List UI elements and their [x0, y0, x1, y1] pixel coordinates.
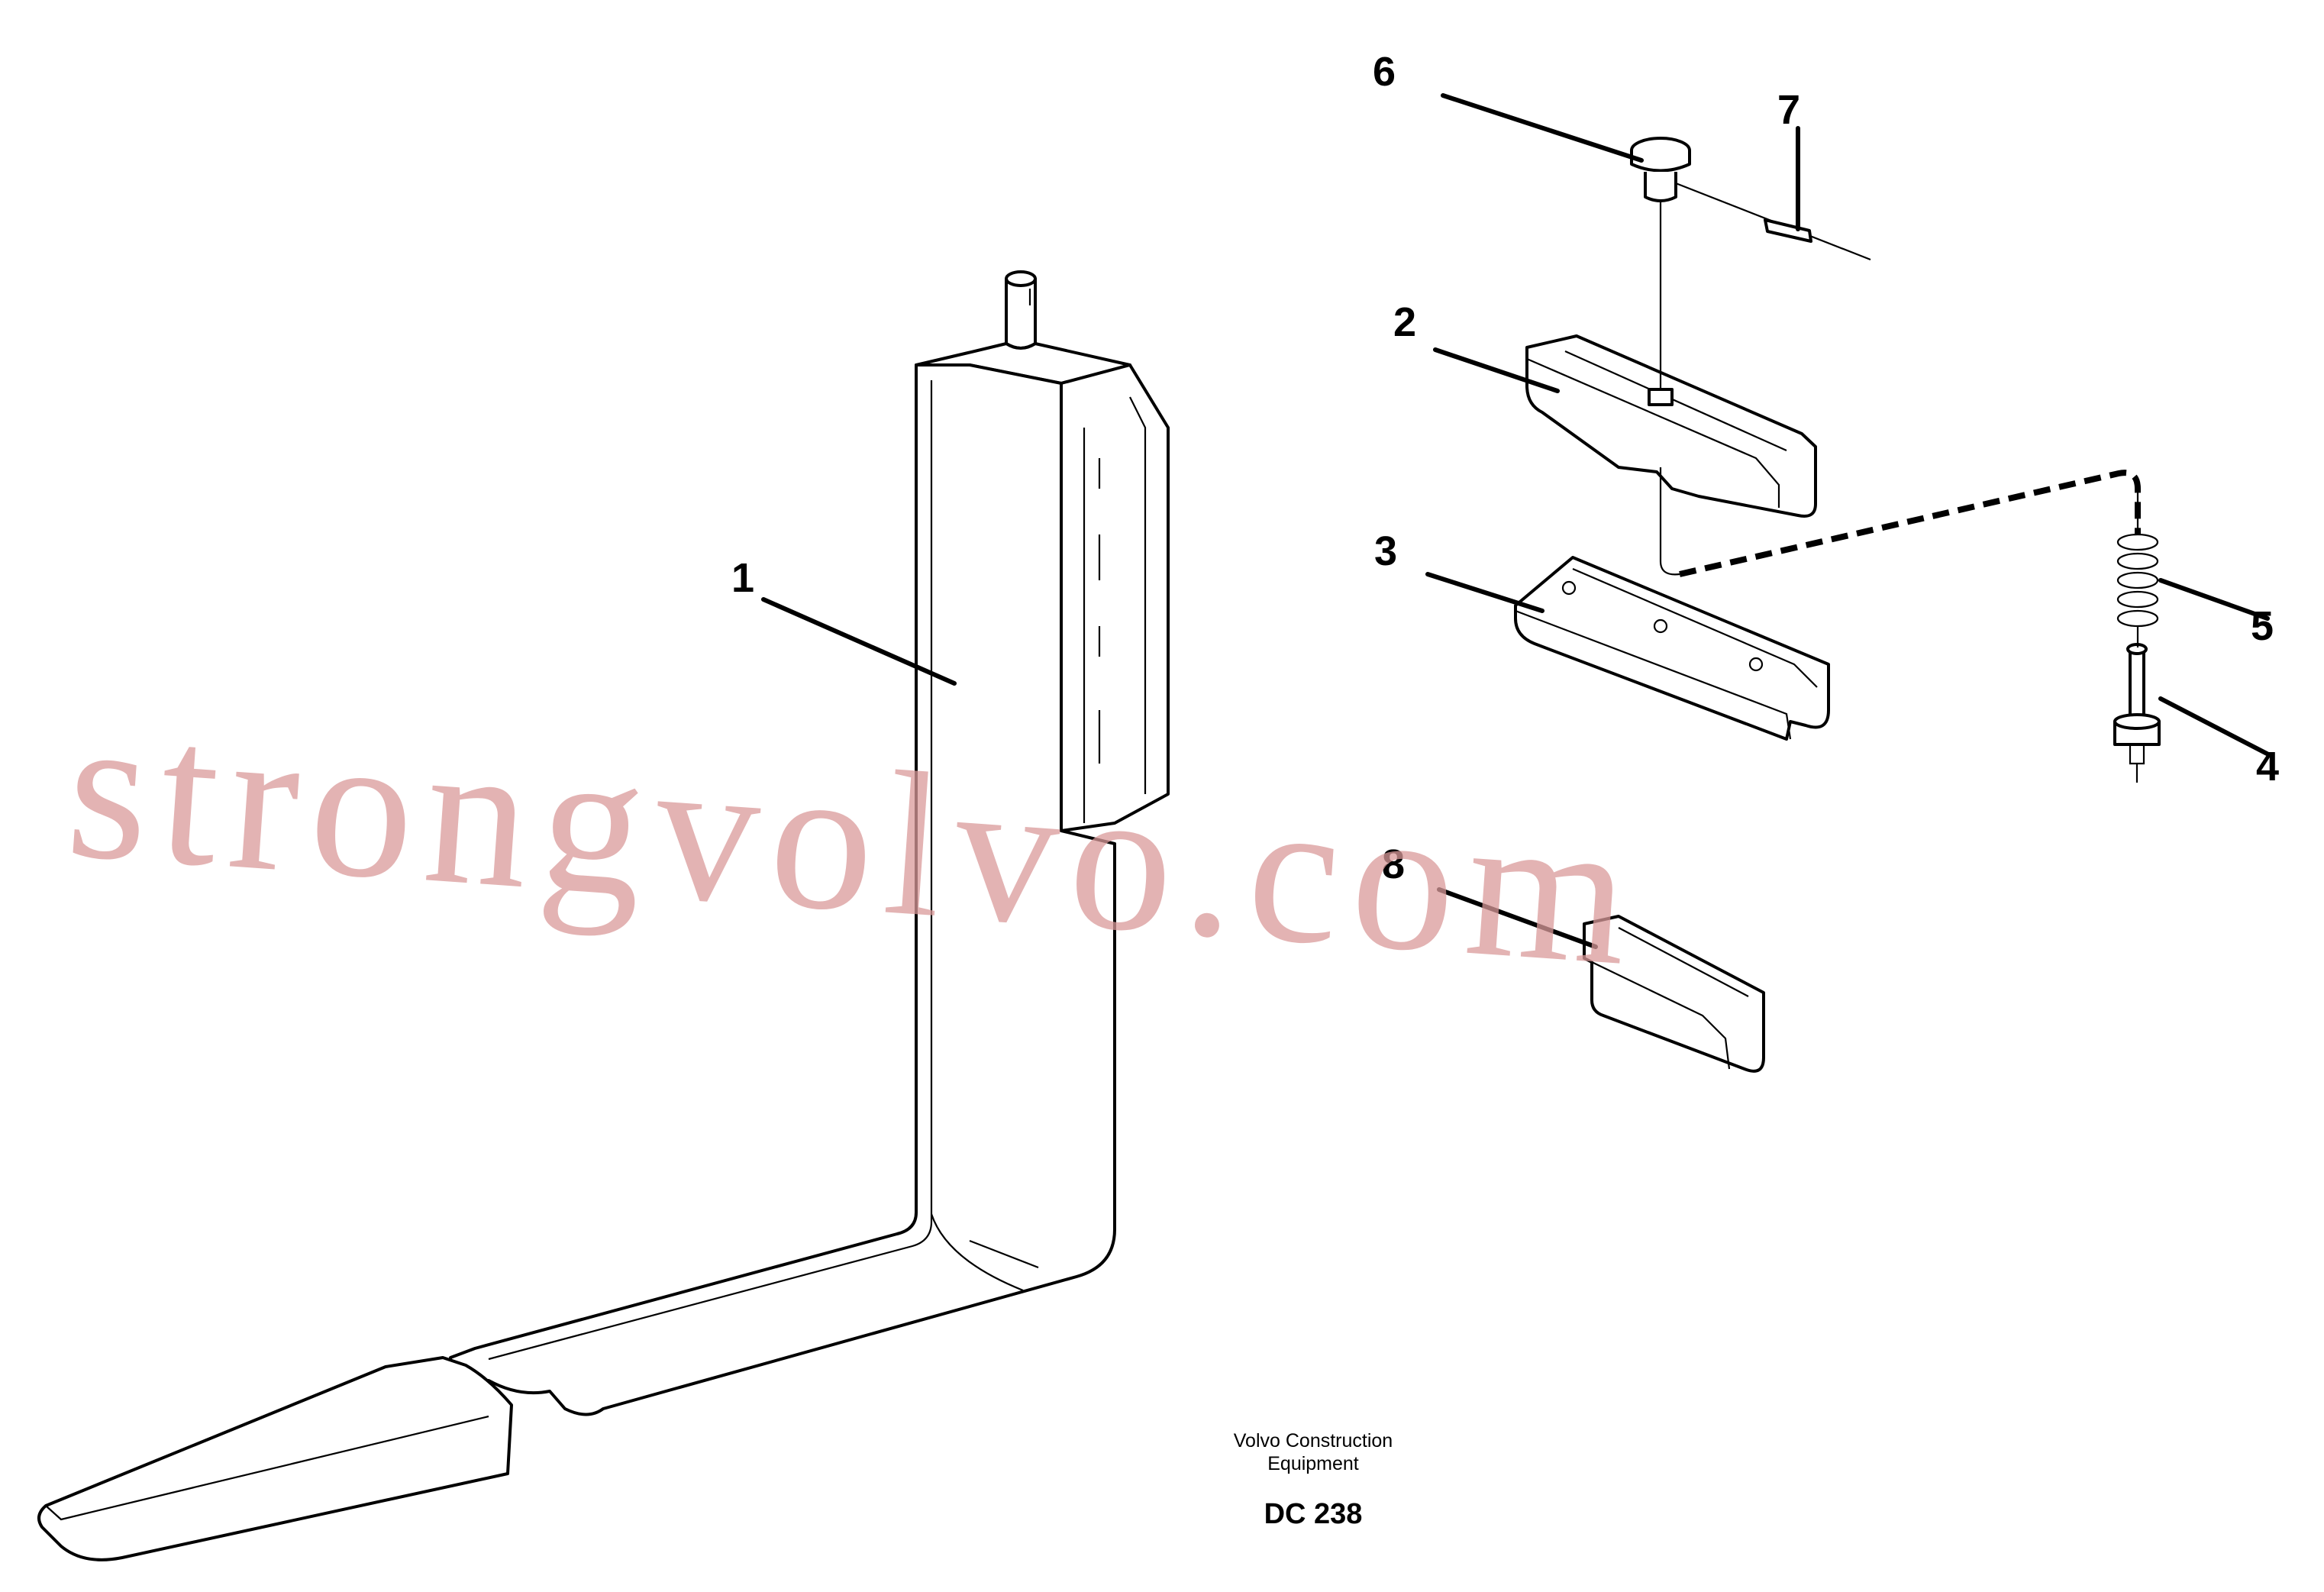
drawing-code: DC 238: [1264, 1498, 1363, 1530]
dashed-cable: [1679, 470, 2141, 577]
callout-8: 8: [1382, 841, 1405, 887]
callout-3: 3: [1374, 528, 1397, 574]
lock-part-2: [1433, 200, 1817, 576]
watermark-text: strongvolvo.com: [61, 672, 1648, 1009]
knob-part-6: [1441, 93, 1871, 261]
lock-part-3: [1425, 556, 1830, 741]
callout-2: 2: [1393, 299, 1416, 345]
callout-7: 7: [1777, 87, 1800, 133]
callout-1: 1: [731, 555, 754, 601]
bracket-part-8: [1437, 887, 1765, 1073]
pin-part-4: [2113, 643, 2274, 783]
callout-6: 6: [1373, 49, 1396, 95]
caption-line-1: Volvo Construction: [1234, 1430, 1393, 1452]
fork-part-1: [37, 270, 1170, 1561]
callout-5: 5: [2251, 603, 2274, 649]
caption-line-2: Equipment: [1267, 1453, 1359, 1474]
pin-part-7: [1764, 126, 1812, 243]
spring-part-5: [2116, 489, 2270, 647]
callout-4: 4: [2256, 744, 2279, 790]
